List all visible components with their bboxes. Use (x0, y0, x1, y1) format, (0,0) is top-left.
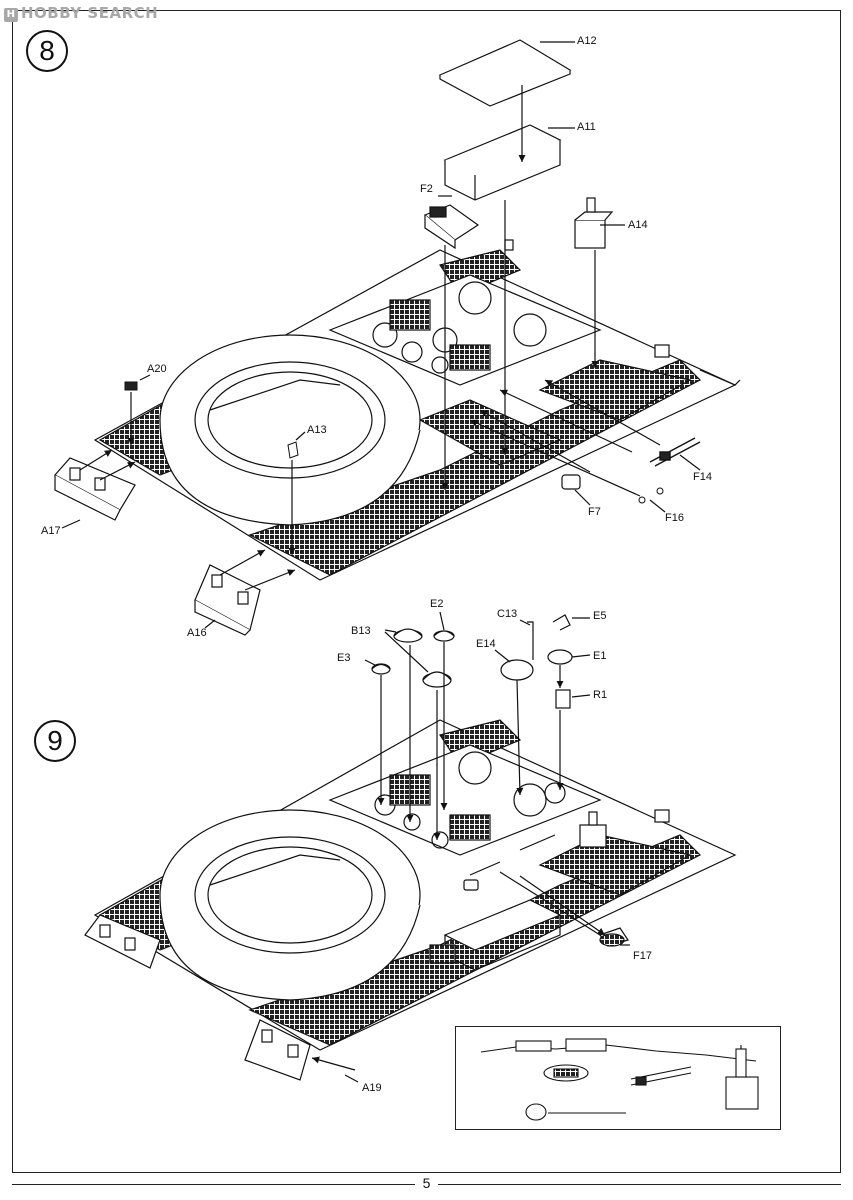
label-a12: A12 (577, 35, 597, 47)
label-e14: E14 (476, 638, 496, 650)
label-a20: A20 (147, 363, 167, 375)
label-b13: B13 (351, 625, 371, 637)
label-a11: A11 (577, 121, 596, 133)
step8-hull (93, 239, 741, 581)
part-a12 (438, 39, 572, 107)
detail-inset (455, 1026, 781, 1130)
page-number-row: 5 (0, 1175, 853, 1191)
label-e1: E1 (593, 650, 607, 662)
label-f14: F14 (693, 471, 712, 483)
part-f16 (638, 487, 664, 504)
page-frame (12, 10, 841, 1173)
part-a20 (124, 381, 138, 391)
label-a17: A17 (41, 525, 61, 537)
part-a14 (574, 197, 614, 249)
hobby-search-logo-icon: H (4, 8, 18, 22)
label-r1: R1 (593, 689, 608, 701)
label-e5: E5 (593, 610, 607, 622)
part-f7 (561, 474, 581, 490)
watermark-text: HOBBY SEARCH (21, 4, 159, 22)
label-e3: E3 (337, 652, 351, 664)
step9-hull (84, 719, 737, 1081)
label-e2: E2 (430, 598, 444, 610)
part-a11 (443, 124, 562, 201)
part-f2 (423, 204, 480, 250)
label-f16: F16 (665, 512, 684, 524)
inset-drawing (480, 1038, 759, 1121)
label-a19: A19 (362, 1082, 382, 1094)
label-f7: F7 (588, 506, 601, 518)
part-a17 (54, 457, 136, 521)
part-f14 (649, 437, 701, 467)
label-f2: F2 (420, 183, 433, 195)
label-a14: A14 (628, 219, 648, 231)
label-f17: F17 (633, 950, 652, 962)
part-a13 (287, 441, 299, 459)
label-a13: A13 (307, 424, 327, 436)
label-a16: A16 (187, 627, 207, 639)
label-c13: C13 (497, 608, 518, 620)
step-number-8: 8 (26, 30, 68, 72)
part-a16 (194, 564, 261, 636)
step-number-9: 9 (34, 720, 76, 762)
page-number: 5 (414, 1175, 439, 1191)
